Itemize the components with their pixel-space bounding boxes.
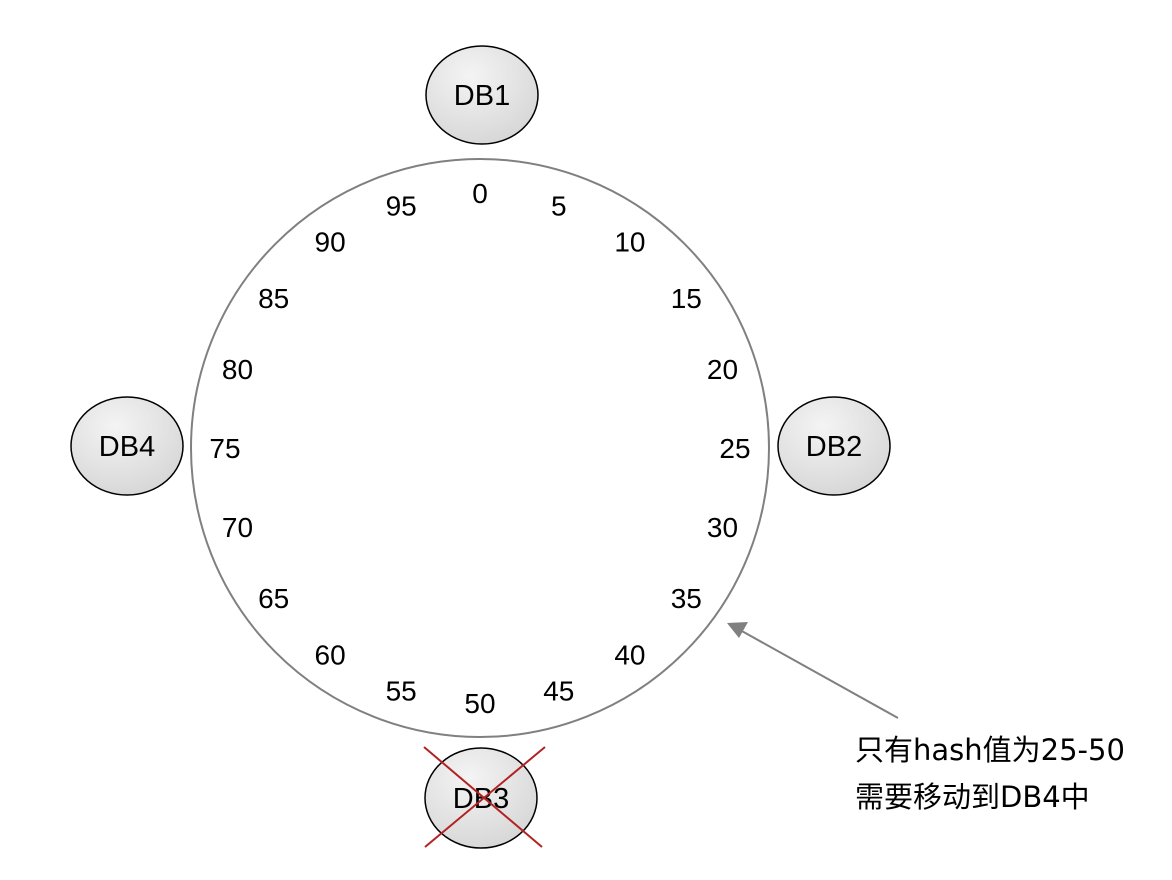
annotation-line-1: 只有hash值为25-50 (855, 733, 1125, 767)
ring-position-65: 65 (258, 583, 289, 614)
node-label-db3: DB3 (453, 783, 509, 815)
ring-position-20: 20 (707, 354, 738, 385)
node-label-db4: DB4 (99, 431, 155, 463)
node-label-db2: DB2 (806, 431, 862, 463)
node-db1: DB1 (425, 45, 539, 145)
annotation-line-2: 需要移动到DB4中 (855, 780, 1090, 814)
ring-position-5: 5 (551, 191, 567, 222)
ring-position-15: 15 (671, 283, 702, 314)
hash-ring (190, 158, 770, 738)
node-db2: DB2 (777, 396, 891, 496)
ring-position-30: 30 (707, 512, 738, 543)
ring-position-10: 10 (614, 227, 645, 258)
node-label-db1: DB1 (454, 80, 510, 112)
ring-position-35: 35 (671, 583, 702, 614)
ring-position-85: 85 (258, 283, 289, 314)
ring-position-95: 95 (386, 191, 417, 222)
ring-position-55: 55 (386, 676, 417, 707)
removed-cross-icon (423, 746, 546, 848)
ring-position-50: 50 (464, 688, 495, 719)
ring-position-90: 90 (315, 227, 346, 258)
annotation-arrow (727, 622, 899, 719)
ring-position-25: 25 (719, 433, 750, 464)
annotation-text: 只有hash值为25-50 需要移动到DB4中 (855, 733, 1125, 814)
node-db3: DB3 (423, 746, 546, 849)
ring-position-45: 45 (543, 676, 574, 707)
node-db4: DB4 (70, 396, 184, 496)
ring-position-labels: 0 5 10 15 20 25 30 35 40 45 50 55 60 65 70 75 80 85 90 95 (209, 178, 750, 719)
ring-position-75: 75 (209, 433, 240, 464)
ring-position-60: 60 (315, 639, 346, 670)
ring-position-80: 80 (222, 354, 253, 385)
ring-position-0: 0 (472, 178, 488, 209)
ring-position-70: 70 (222, 512, 253, 543)
ring-position-40: 40 (614, 639, 645, 670)
